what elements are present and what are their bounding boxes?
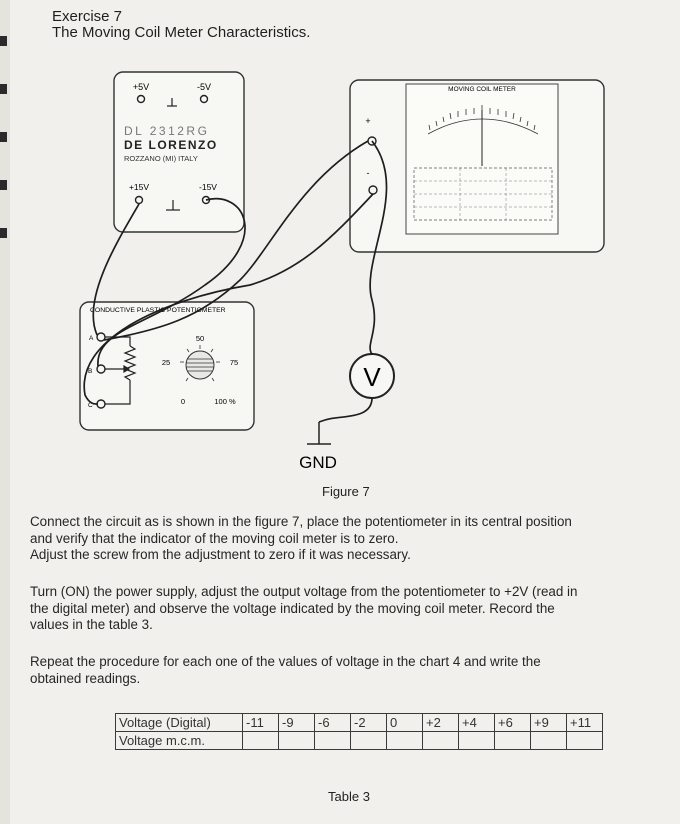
- table-cell-empty[interactable]: [530, 731, 567, 750]
- table-cell-empty[interactable]: [458, 731, 495, 750]
- table-cell-voltage: -9: [278, 713, 315, 732]
- table-cell-voltage: +2: [422, 713, 459, 732]
- p2-line1: Turn (ON) the power supply, adjust the o…: [30, 584, 578, 599]
- meter-title: MOVING COIL METER: [448, 86, 516, 93]
- table-3: Voltage (Digital) -11 -9 -6 -2 0 +2 +4 +…: [115, 713, 603, 750]
- scale-75: 75: [230, 358, 238, 367]
- table-cell-voltage: +6: [494, 713, 531, 732]
- table-cell-empty[interactable]: [314, 731, 351, 750]
- terminal-c-label: C: [88, 402, 93, 409]
- scale-25: 25: [162, 358, 170, 367]
- table-cell-empty[interactable]: [242, 731, 279, 750]
- exercise-title: The Moving Coil Meter Characteristics.: [52, 24, 311, 41]
- table-cell-voltage: +4: [458, 713, 495, 732]
- ground-symbol-5v: [167, 98, 177, 107]
- instruction-paragraph-3: Repeat the procedure for each one of the…: [30, 654, 658, 687]
- model-label: DL 2312RG: [124, 124, 209, 138]
- label-minus5v: -5V: [197, 82, 211, 92]
- plus5v-terminal: [136, 94, 146, 104]
- scale-0: 0: [181, 397, 185, 406]
- p1-line1: Connect the circuit as is shown in the f…: [30, 514, 572, 529]
- p2-line2: the digital meter) and observe the volta…: [30, 600, 555, 616]
- terminal-b-label: B: [88, 368, 92, 375]
- label-plus5v: +5V: [133, 82, 149, 92]
- table-cell-voltage: +9: [530, 713, 567, 732]
- label-plus15v: +15V: [129, 182, 149, 192]
- table-cell-empty[interactable]: [278, 731, 315, 750]
- table-row-mcm: Voltage m.c.m.: [115, 731, 603, 750]
- p1-line2: and verify that the indicator of the mov…: [30, 530, 399, 546]
- p2-line3: values in the table 3.: [30, 617, 153, 633]
- table-row-digital: Voltage (Digital) -11 -9 -6 -2 0 +2 +4 +…: [115, 713, 603, 732]
- table-cell-voltage: +11: [566, 713, 603, 732]
- table-cell-empty[interactable]: [566, 731, 603, 750]
- potentiometer-knob: [180, 345, 220, 382]
- table-cell-empty[interactable]: [494, 731, 531, 750]
- table-cell-voltage: -2: [350, 713, 387, 732]
- exercise-heading: Exercise 7 The Moving Coil Meter Charact…: [52, 9, 310, 41]
- voltmeter-label: V: [363, 362, 381, 392]
- p3-line2: obtained readings.: [30, 670, 141, 686]
- meter-plus-label: +: [365, 116, 370, 126]
- p3-line1: Repeat the procedure for each one of the…: [30, 654, 541, 669]
- brand-label: DE LORENZO: [124, 138, 218, 152]
- ground-symbol: [307, 422, 331, 445]
- scale-50: 50: [196, 334, 204, 343]
- table-cell-empty[interactable]: [350, 731, 387, 750]
- table-cell-empty[interactable]: [386, 731, 423, 750]
- label-minus15v: -15V: [199, 182, 217, 192]
- table-cell-empty[interactable]: [422, 731, 459, 750]
- origin-label: ROZZANO (MI) ITALY: [124, 154, 198, 163]
- scale-100: 100 %: [214, 397, 236, 406]
- figure-caption: Figure 7: [322, 484, 370, 499]
- exercise-number: Exercise 7: [52, 8, 123, 25]
- meter-minus-label: -: [367, 168, 370, 178]
- left-page-edge: [0, 0, 10, 824]
- ground-label: GND: [299, 453, 337, 472]
- connection-wires: [83, 140, 388, 423]
- instruction-paragraph-2: Turn (ON) the power supply, adjust the o…: [30, 584, 658, 634]
- plus15v-terminal: [134, 195, 144, 205]
- minus5v-terminal: [199, 94, 209, 104]
- table-cell-voltage: -6: [314, 713, 351, 732]
- table-cell-voltage: 0: [386, 713, 423, 732]
- ground-symbol-15v: [166, 200, 180, 211]
- row-label-mcm: Voltage m.c.m.: [115, 731, 243, 750]
- table-caption: Table 3: [328, 789, 370, 804]
- instruction-paragraph-1: Connect the circuit as is shown in the f…: [30, 514, 658, 564]
- p1-line3: Adjust the screw from the adjustment to …: [30, 547, 411, 563]
- table-cell-voltage: -11: [242, 713, 279, 732]
- terminal-a-label: A: [89, 335, 94, 342]
- row-label-digital: Voltage (Digital): [115, 713, 243, 732]
